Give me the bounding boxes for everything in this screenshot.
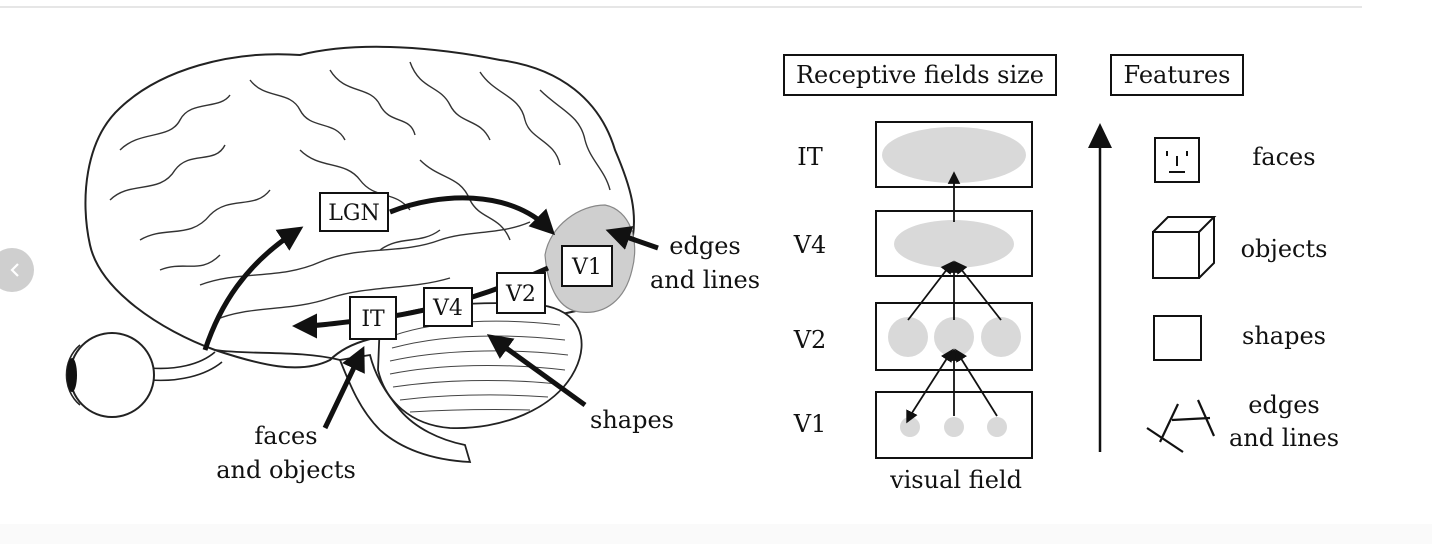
- cube-icon: [1152, 216, 1217, 279]
- annotation-edges-1: edges: [669, 232, 740, 260]
- row-label-v2: V2: [793, 326, 827, 354]
- label-it: IT: [349, 296, 397, 340]
- gyri-lines: [109, 61, 611, 321]
- label-v2: V2: [496, 272, 546, 314]
- rf-field-v2-a: [888, 317, 928, 357]
- annotation-faces-1: faces: [254, 422, 317, 450]
- face-icon: [1154, 137, 1200, 183]
- brainstem: [338, 353, 472, 463]
- label-it-text: IT: [361, 307, 385, 332]
- rf-field-it: [882, 127, 1026, 183]
- arrow-lgn-to-v1: [389, 195, 556, 236]
- rf-field-v4: [894, 220, 1014, 268]
- row-label-v4: V4: [793, 231, 827, 259]
- feature-label-faces: faces: [1252, 143, 1315, 171]
- carousel-prev-button[interactable]: [0, 248, 34, 292]
- label-lgn: LGN: [319, 192, 389, 232]
- rf-field-v2-b: [934, 317, 974, 357]
- bottom-strip: [0, 524, 1432, 544]
- features-header: Features: [1124, 61, 1231, 89]
- arrow-faces: [322, 345, 365, 430]
- label-v4-text: V4: [432, 296, 463, 321]
- label-lgn-text: LGN: [328, 201, 379, 226]
- receptive-header: Receptive fields size: [796, 61, 1044, 89]
- label-v1: V1: [561, 245, 613, 287]
- feature-label-edges-2: and lines: [1229, 424, 1339, 452]
- rf-footer: visual field: [889, 466, 1022, 494]
- label-v2-text: V2: [505, 282, 536, 307]
- receptive-header-box: [783, 54, 1057, 96]
- feature-label-shapes: shapes: [1242, 322, 1326, 350]
- feature-label-edges-1: edges: [1248, 391, 1319, 419]
- row-label-it: IT: [797, 143, 823, 171]
- annotation-shapes: shapes: [590, 406, 674, 434]
- arrow-eye-to-lgn: [202, 226, 304, 351]
- top-divider: [0, 6, 1362, 8]
- annotation-edges-2: and lines: [650, 266, 760, 294]
- edges-icon: [1146, 399, 1216, 453]
- row-label-v1: V1: [793, 410, 827, 438]
- label-v1-text: V1: [571, 255, 602, 280]
- rf-field-v1-b: [944, 417, 964, 437]
- brain-illustration: LGN V1 V2 V4 IT edges and lines shapes f…: [65, 45, 760, 484]
- arrow-edges: [605, 226, 659, 251]
- arrow-shapes: [486, 334, 587, 408]
- receptive-fields-panel: Receptive fields size IT V4 V2 V1: [783, 54, 1057, 494]
- label-v4: V4: [423, 287, 473, 327]
- eye-icon: [65, 332, 155, 418]
- rf-field-v2-c: [981, 317, 1021, 357]
- optic-nerve: [149, 351, 216, 370]
- rf-field-v1-a: [900, 417, 920, 437]
- annotation-faces-2: and objects: [216, 456, 356, 484]
- rf-connections: [906, 171, 1002, 424]
- square-icon: [1153, 315, 1202, 361]
- chevron-left-icon: [10, 263, 19, 277]
- rf-field-v1-c: [987, 417, 1007, 437]
- features-panel: Features faces objects shapes: [1088, 54, 1339, 453]
- features-header-box: [1110, 54, 1244, 96]
- feature-label-objects: objects: [1241, 235, 1328, 263]
